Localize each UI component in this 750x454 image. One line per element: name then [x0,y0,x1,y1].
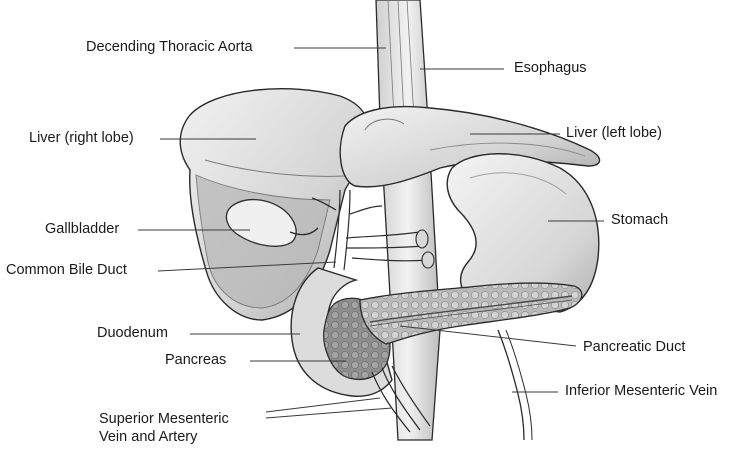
label-superior-mesenteric-line2: Vein and Artery [99,429,197,446]
label-pancreatic-duct: Pancreatic Duct [583,339,685,356]
label-inferior-mesenteric-vein: Inferior Mesenteric Vein [565,383,717,400]
label-liver-right: Liver (right lobe) [29,130,134,147]
label-stomach: Stomach [611,212,668,229]
label-aorta: Decending Thoracic Aorta [86,39,253,56]
label-superior-mesenteric-line1: Superior Mesenteric [99,411,229,428]
label-gallbladder: Gallbladder [45,221,119,238]
label-liver-left: Liver (left lobe) [566,125,662,142]
label-duodenum: Duodenum [97,325,168,342]
inferior-mesenteric-vein-shape [498,330,524,440]
label-pancreas: Pancreas [165,352,226,369]
label-common-bile-duct: Common Bile Duct [6,262,127,279]
label-esophagus: Esophagus [514,60,587,77]
